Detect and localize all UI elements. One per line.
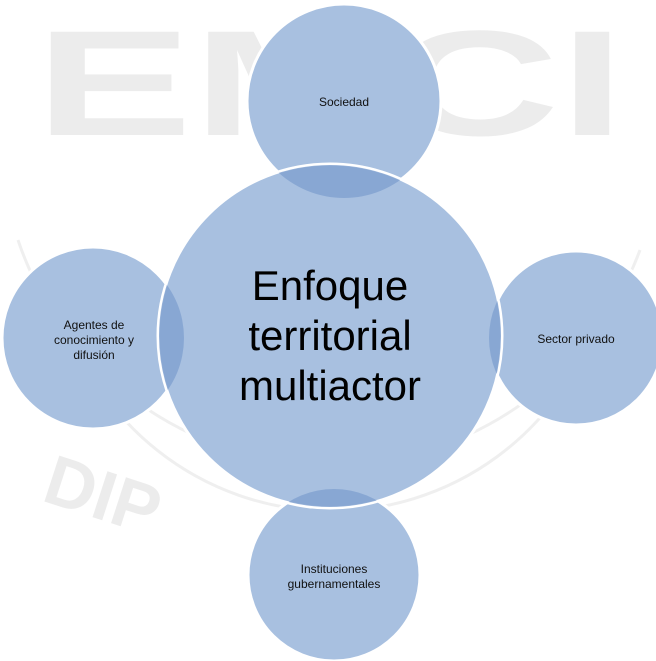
node-label-bottom: Instituciones gubernamentales <box>287 562 381 591</box>
node-label-right: Sector privado <box>537 331 615 346</box>
watermark-arc-text: DIP <box>35 440 170 550</box>
center-outline <box>157 163 503 509</box>
node-label-left: Agentes de conocimiento y difusión <box>53 317 135 362</box>
node-label-top: Sociedad <box>318 94 370 109</box>
center-label: Enfoque territorial multiactor <box>238 262 422 409</box>
